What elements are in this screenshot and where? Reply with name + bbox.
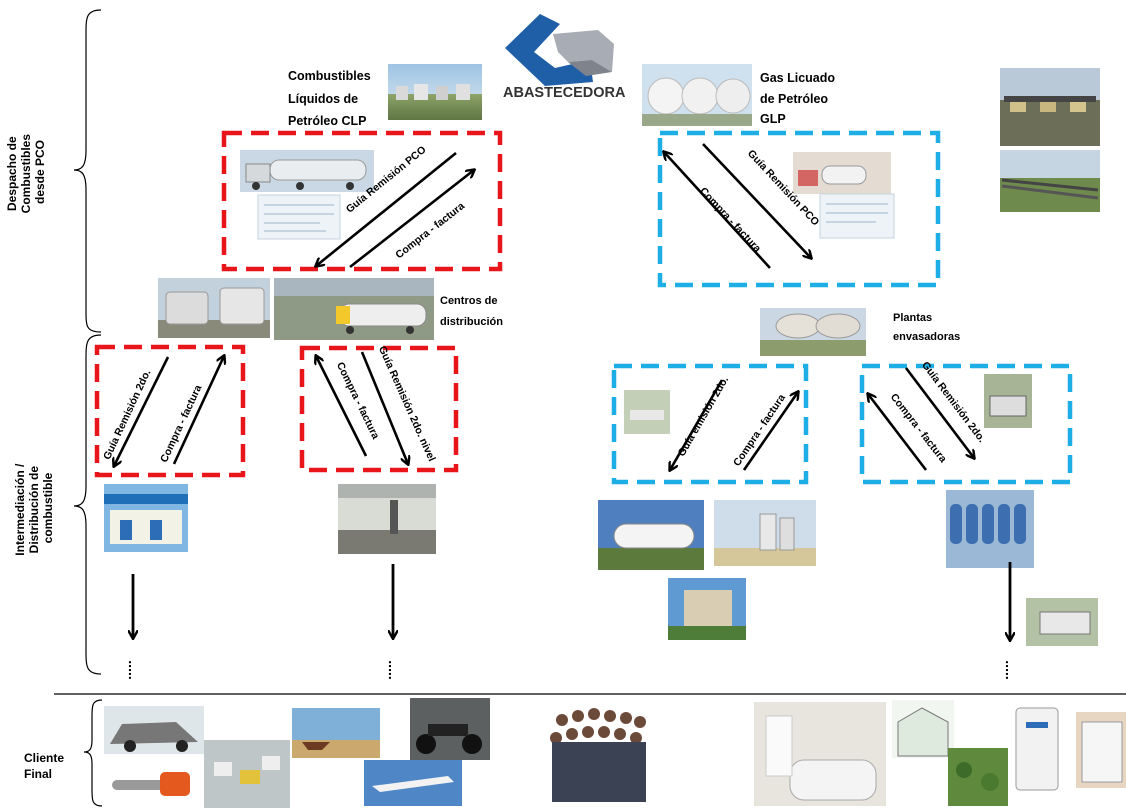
glp-left-purchase-arrow	[742, 392, 798, 471]
hospital-photo	[754, 702, 886, 806]
clp-dispatch-box	[221, 130, 503, 272]
greenhouse-photo	[892, 700, 954, 758]
glp-right-purchase-arrow	[868, 394, 928, 471]
delivery-truck-photo	[1026, 598, 1098, 646]
loading-station-photo	[1000, 68, 1100, 146]
glp-left-guide-label: Guía emisión 2do.	[676, 374, 732, 458]
distribution-centers-label: Centros de distribución	[440, 295, 503, 328]
glp-purchase-arrow	[664, 152, 771, 269]
bottling-plant-photo	[760, 308, 866, 356]
gas-station-photo	[104, 484, 188, 552]
airplane-photo	[364, 760, 462, 806]
silos-photo	[714, 500, 816, 566]
gas-cylinders-photo	[946, 490, 1034, 568]
glp-second-left-box	[611, 363, 809, 485]
continuation-dots-left: .....	[118, 660, 134, 679]
logo-blue-shape	[505, 14, 593, 86]
industrial-tank-photo	[598, 500, 704, 570]
people-crowd-photo	[546, 700, 652, 806]
clp-purchase-arrow	[349, 170, 474, 269]
storage-tanks-photo	[158, 278, 270, 338]
intermediation-brace	[73, 334, 102, 675]
clp-left-guide-label: Guía Remisión 2do.	[101, 368, 153, 462]
supplier-logo-text: ABASTECEDORA	[503, 85, 626, 101]
glp-spheres-photo	[642, 64, 752, 126]
clp-left-guide-arrow	[114, 356, 170, 466]
glp-title: Gas Licuado de Petróleo GLP	[760, 71, 839, 126]
dispatch-label: Despacho de Combustibles desde PCO	[5, 131, 47, 214]
pipeline-photo	[1000, 150, 1100, 212]
glp-right-purchase-label: Compra - factura	[888, 391, 949, 465]
clp-guide-arrow	[316, 151, 457, 266]
clp-left-purchase-arrow	[172, 356, 224, 465]
service-station-photo	[338, 484, 436, 554]
dispatch-brace	[73, 9, 102, 333]
intermediation-label: Intermediación / Distribución de combust…	[13, 460, 55, 555]
glp-field-truck-photo	[624, 390, 670, 434]
clp-purchase-label: Compra - factura	[393, 200, 467, 261]
clp-title: Combustibles Líquidos de Petróleo CLP	[288, 69, 374, 128]
bottling-plants-label: Plantas envasadoras	[893, 312, 960, 343]
clp-left-purchase-label: Compra - factura	[158, 383, 204, 464]
glp-dispatch-box	[657, 130, 941, 288]
clp-right-purchase-arrow	[316, 356, 368, 457]
glp-tanker-photo	[793, 152, 891, 194]
supplier-logo	[505, 14, 614, 86]
clp-right-guide-arrow	[360, 351, 408, 464]
clp-right-purchase-label: Compra - factura	[334, 360, 382, 441]
tanker-truck-photo	[240, 150, 374, 192]
clp-right-guide-label: Guía Remisión 2do. nivel	[376, 344, 438, 463]
car-photo	[104, 706, 204, 754]
motorcycle-photo	[410, 698, 490, 760]
clp-document-photo	[257, 194, 341, 240]
distribution-truck-photo	[274, 278, 434, 340]
glp-right-guide-arrow	[904, 367, 974, 458]
cylinder-truck-photo	[984, 374, 1032, 428]
continuation-dots-right: .....	[995, 660, 1011, 679]
clp-refinery-photo	[388, 64, 482, 120]
stove-photo	[1076, 712, 1126, 788]
clp-second-right-box	[299, 345, 459, 473]
continuation-dots-center: .....	[378, 660, 394, 679]
traffic-photo	[204, 740, 290, 808]
glp-document-photo	[819, 193, 895, 239]
boats-photo	[292, 708, 380, 758]
glp-guide-arrow	[702, 143, 811, 258]
chainsaw-photo	[104, 760, 202, 808]
final-client-brace	[83, 699, 103, 807]
hotel-photo	[668, 578, 746, 640]
garden-photo	[948, 748, 1008, 806]
logo-gray-shape	[553, 30, 614, 72]
glp-left-guide-arrow	[670, 379, 724, 470]
water-heater-photo	[1008, 704, 1066, 794]
final-client-label: Cliente Final	[24, 751, 67, 781]
glp-left-purchase-label: Compra - factura	[731, 392, 788, 468]
